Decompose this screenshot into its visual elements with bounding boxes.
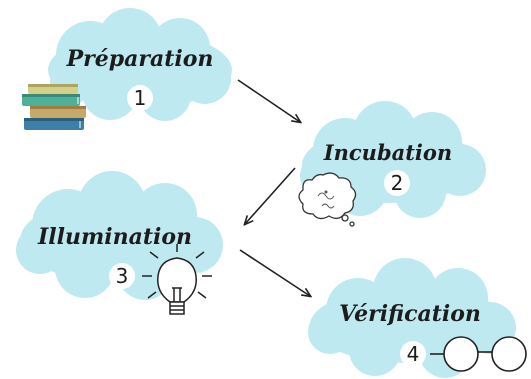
arrows — [237, 79, 310, 296]
stage-number-2: 2 — [391, 171, 404, 195]
stage-illumination: Illumination 3 — [16, 171, 223, 315]
stage-label-verification: Vérification — [339, 301, 481, 327]
number-badge-2: 2 — [384, 170, 410, 196]
arrow-incubation-to-illumination — [245, 167, 296, 224]
number-badge-4: 4 — [400, 341, 426, 367]
books-icon — [22, 84, 86, 130]
stage-verification: Vérification 4 — [308, 258, 527, 378]
lightbulb-icon — [142, 244, 212, 315]
number-badge-3: 3 — [109, 263, 135, 289]
stage-preparation: Préparation 1 — [22, 8, 232, 130]
thought-bubble-icon — [298, 172, 357, 227]
stage-label-illumination: Illumination — [37, 224, 192, 250]
glasses-icon — [430, 336, 527, 372]
number-badge-1: 1 — [127, 85, 153, 111]
stage-number-4: 4 — [407, 342, 420, 366]
stage-number-3: 3 — [116, 264, 129, 288]
stage-label-incubation: Incubation — [323, 140, 452, 165]
arrow-preparation-to-incubation — [237, 79, 300, 122]
stage-incubation: Incubation 2 — [298, 101, 486, 227]
stage-number-1: 1 — [134, 86, 147, 110]
stage-label-preparation: Préparation — [66, 46, 214, 72]
arrow-illumination-to-verification — [239, 249, 310, 296]
cloud-preparation — [48, 8, 232, 121]
cloud-illumination — [16, 171, 223, 300]
